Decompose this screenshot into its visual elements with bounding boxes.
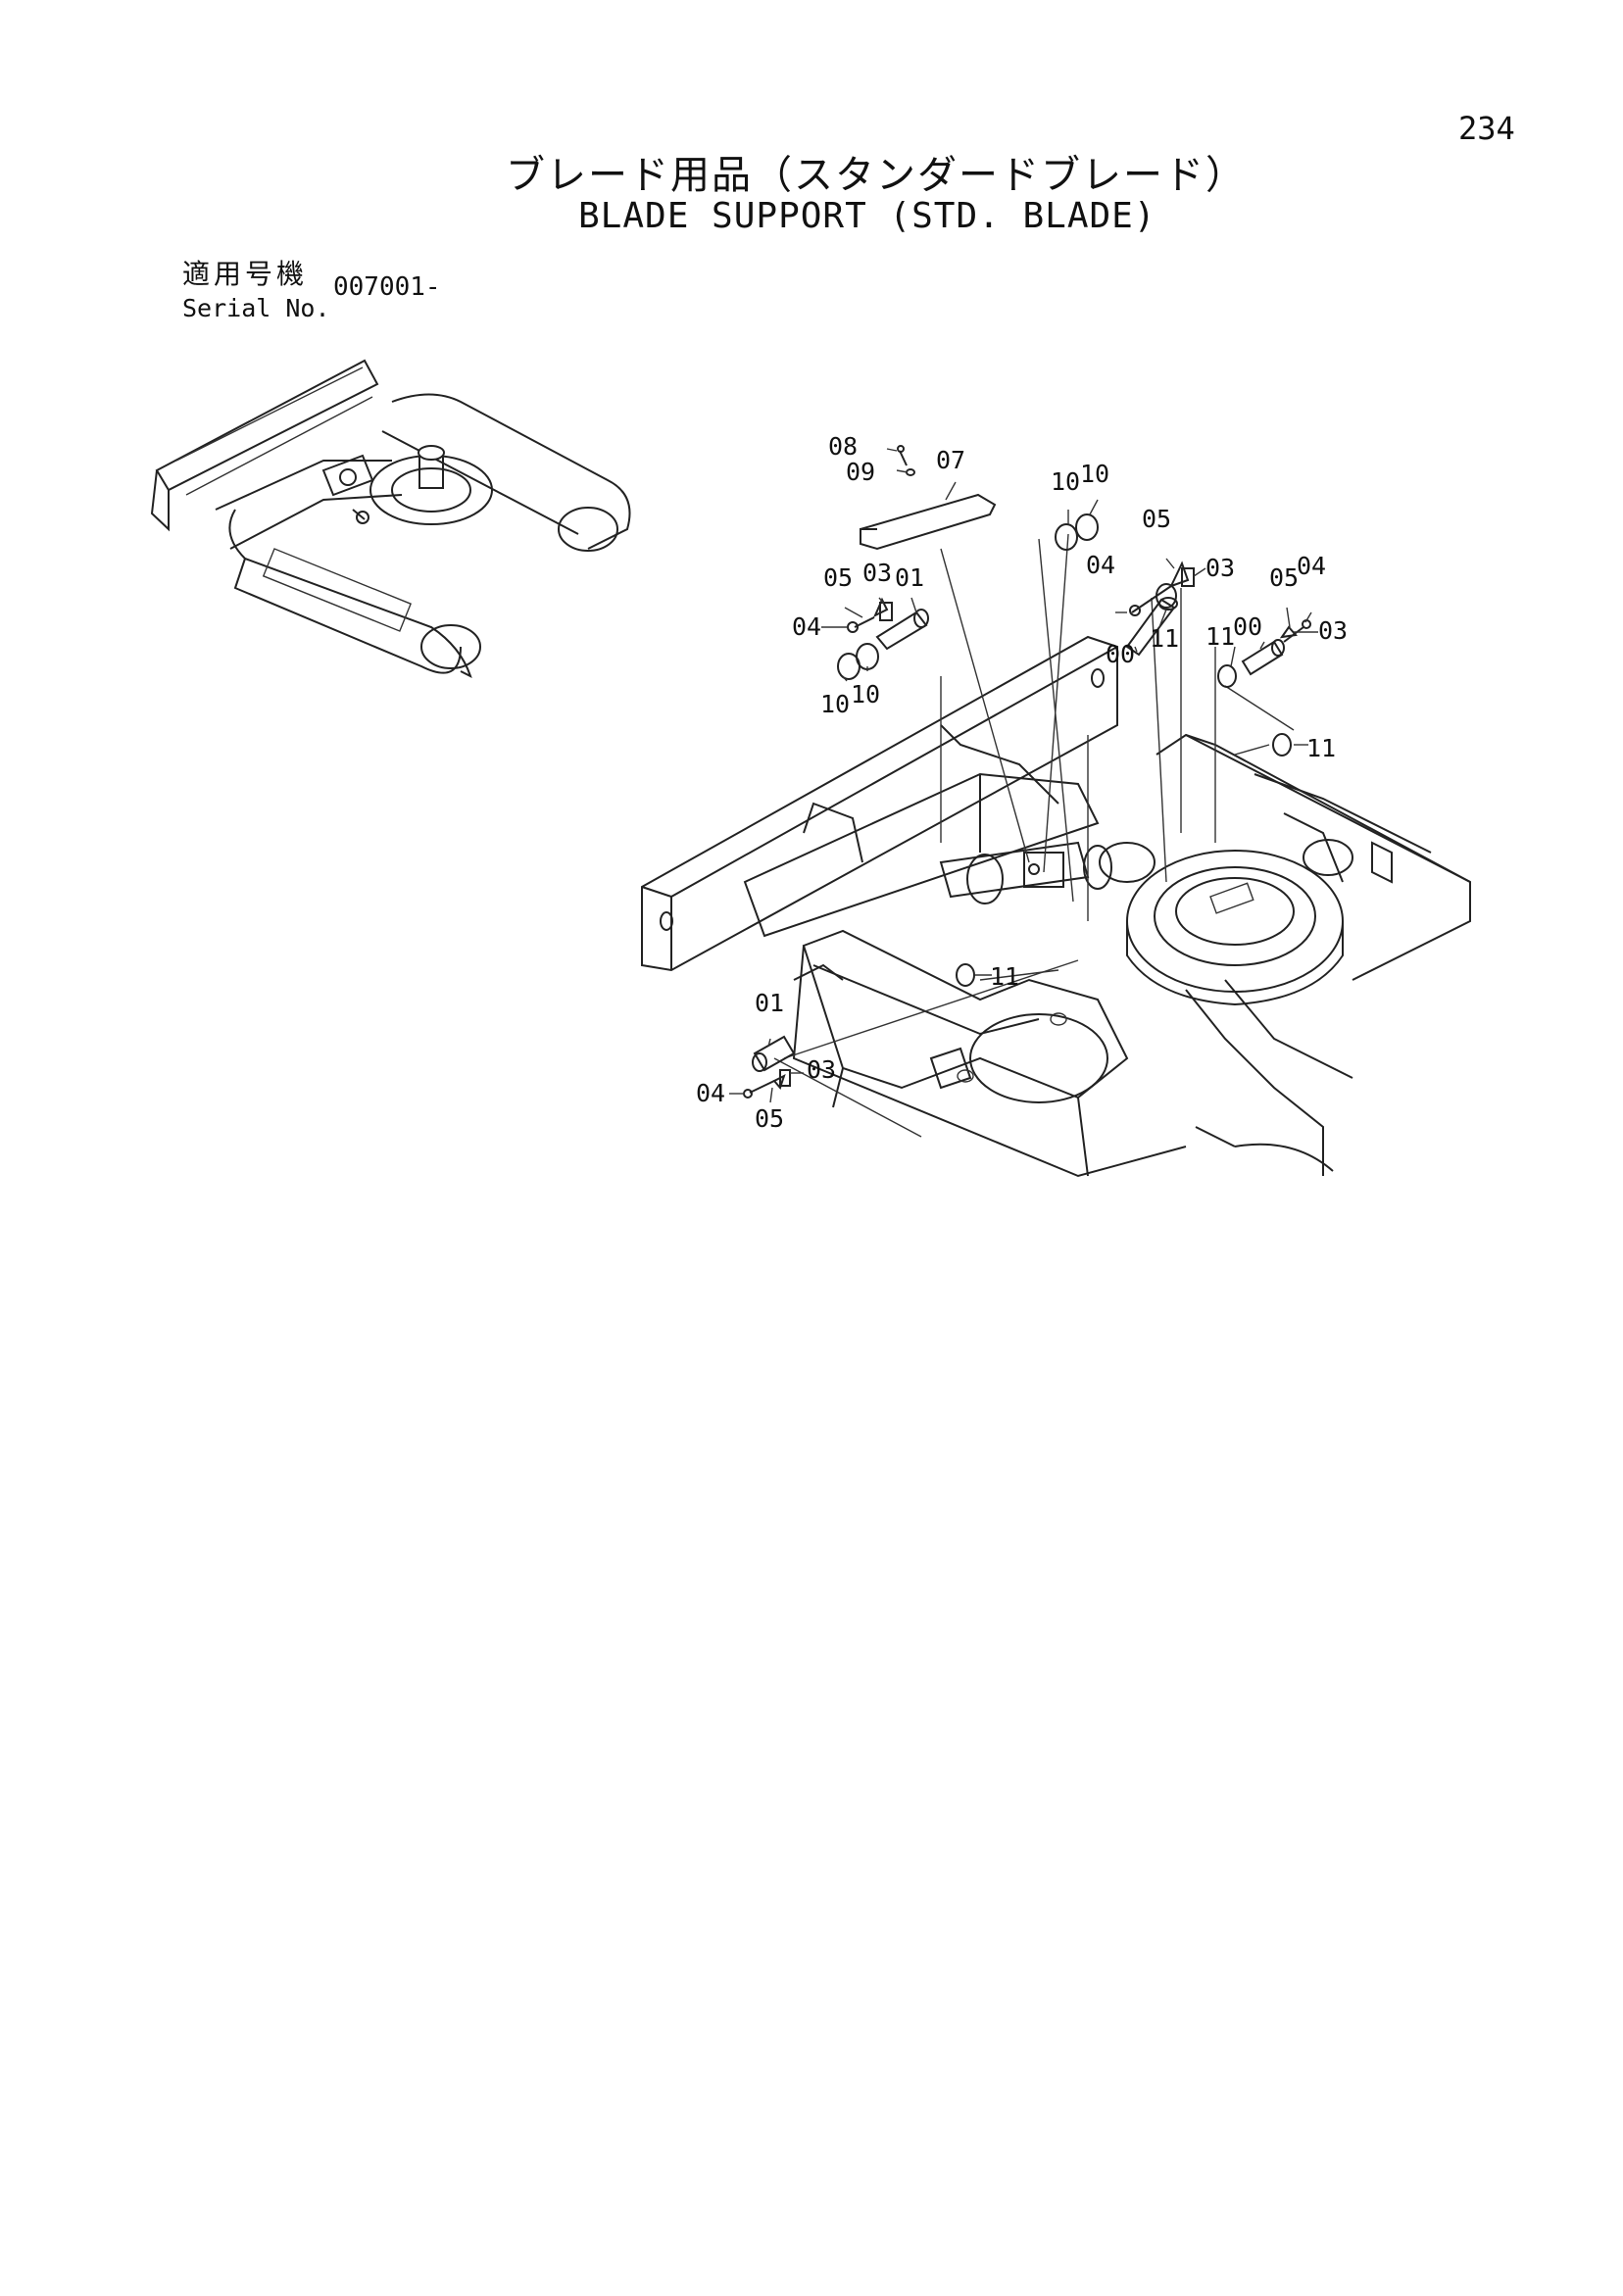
callout-05: 05 — [1269, 563, 1299, 592]
callout-01: 01 — [895, 563, 924, 592]
page-number: 234 — [1458, 110, 1515, 147]
part-01-pin — [875, 611, 928, 651]
page-title-english: BLADE SUPPORT (STD. BLADE) — [578, 196, 1156, 236]
callout-10: 10 — [1051, 467, 1080, 496]
callout-07: 07 — [936, 446, 965, 474]
callout-05: 05 — [823, 563, 853, 592]
callout-03: 03 — [1318, 616, 1348, 645]
callout-10: 10 — [1080, 460, 1109, 488]
part-05-washer — [1169, 561, 1190, 588]
part-00-pin — [1241, 640, 1284, 676]
callout-10: 10 — [820, 690, 850, 718]
callout-08: 08 — [828, 432, 858, 461]
part-11-shim — [1272, 733, 1292, 757]
callout-11: 11 — [990, 962, 1019, 991]
part-03-plate — [1181, 567, 1195, 587]
callout-10: 10 — [851, 680, 880, 708]
overview-undercarriage-illustration — [150, 359, 631, 678]
part-10-shim — [856, 643, 879, 670]
page-title-japanese: ブレード用品（スタンダードブレード） — [506, 153, 1247, 198]
callout-labels: 08 09 07 10 10 05 04 03 05 03 01 04 10 1… — [696, 432, 1348, 1133]
part-05-washer — [1279, 625, 1298, 639]
callout-04: 04 — [696, 1079, 725, 1107]
part-07-plate — [860, 493, 997, 551]
callout-09: 09 — [846, 458, 875, 486]
serial-label-english: Serial No. — [182, 294, 330, 322]
callout-04: 04 — [1297, 552, 1326, 580]
callout-03: 03 — [807, 1055, 836, 1084]
part-11-shim — [1217, 664, 1237, 688]
part-09-washer — [906, 468, 915, 476]
callout-11: 11 — [1306, 734, 1336, 762]
part-11-shim — [1156, 583, 1177, 609]
callout-05: 05 — [1142, 505, 1171, 533]
callout-03: 03 — [862, 559, 892, 587]
callout-00: 00 — [1106, 640, 1135, 668]
callout-03: 03 — [1205, 554, 1235, 582]
part-03-plate — [779, 1069, 791, 1087]
callout-05: 05 — [755, 1104, 784, 1133]
callout-11: 11 — [1205, 622, 1235, 651]
part-03-plate — [879, 602, 893, 621]
part-01-pin — [753, 1035, 796, 1072]
callout-04: 04 — [792, 612, 821, 641]
callout-01: 01 — [755, 989, 784, 1017]
part-08-bolt — [899, 450, 908, 466]
callout-04: 04 — [1086, 551, 1115, 579]
main-exploded-view — [641, 533, 1471, 1178]
leader-lines — [729, 448, 1318, 1103]
callout-11: 11 — [1150, 624, 1179, 653]
part-10-shim — [1055, 523, 1078, 551]
serial-label-japanese: 適用号機 — [182, 258, 309, 290]
part-11-shim — [956, 963, 975, 987]
part-10-shim — [1075, 513, 1099, 541]
part-04-bolt — [749, 1080, 775, 1094]
callout-00: 00 — [1233, 612, 1262, 641]
serial-number-value: 007001- — [333, 272, 441, 302]
